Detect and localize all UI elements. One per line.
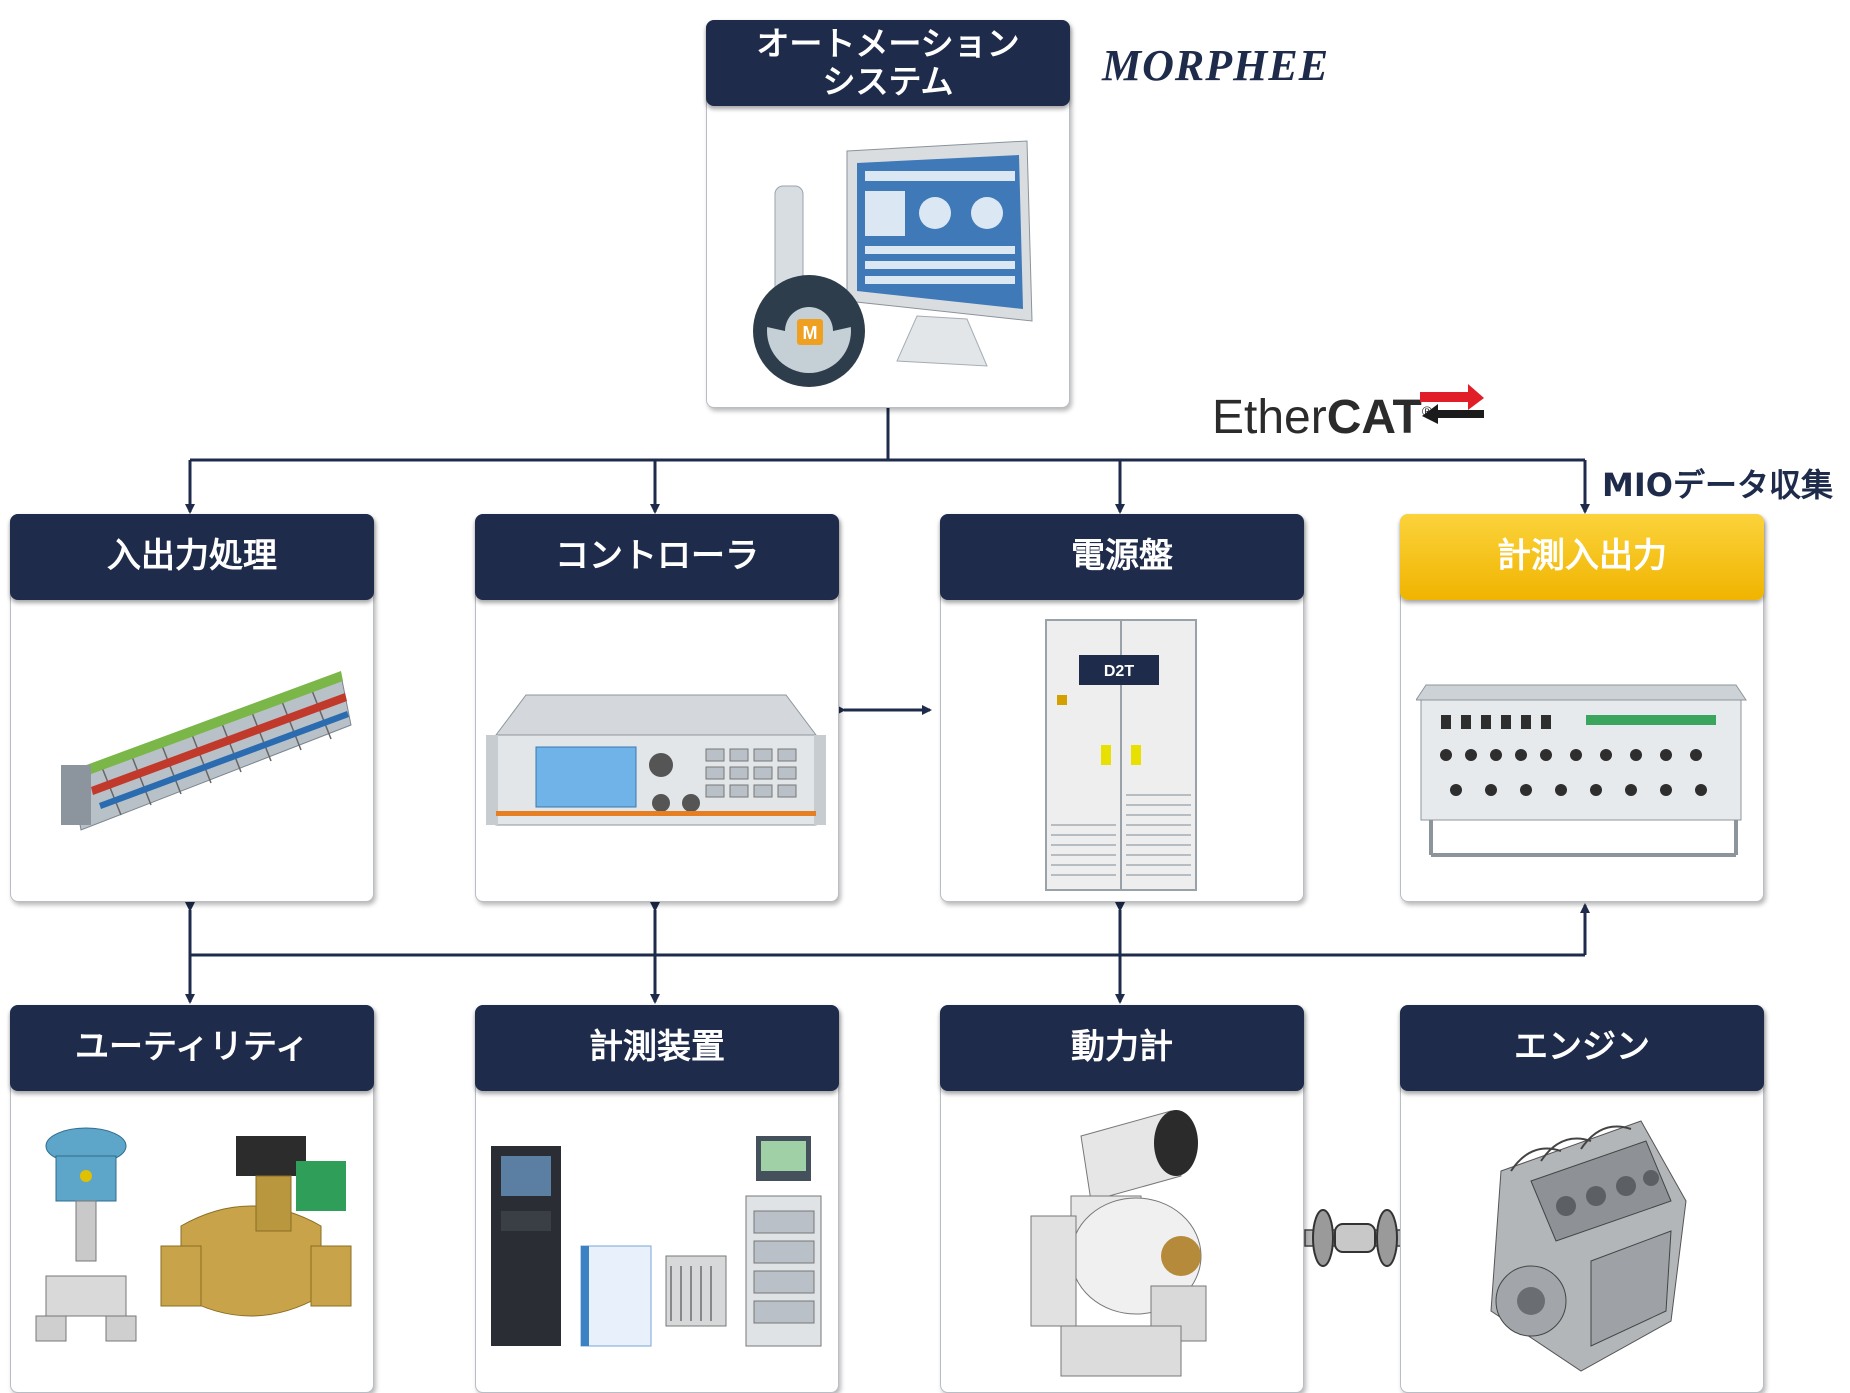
mio-box[interactable]: 計測入出力: [1400, 514, 1764, 902]
measurement-box[interactable]: 計測装置: [475, 1005, 839, 1393]
dynamometer-box[interactable]: 動力計: [940, 1005, 1304, 1393]
measurement-header: 計測装置: [475, 1005, 839, 1091]
automation-system-header: オートメーション システム: [706, 20, 1070, 106]
automation-title-line2: システム: [822, 62, 954, 101]
utility-box[interactable]: ユーティリティ: [10, 1005, 374, 1393]
controller-header: コントローラ: [475, 514, 839, 600]
utility-header: ユーティリティ: [10, 1005, 374, 1091]
engine-box[interactable]: エンジン: [1400, 1005, 1764, 1393]
power-panel-box[interactable]: 電源盤 D2T: [940, 514, 1304, 902]
controller-box[interactable]: コントローラ: [475, 514, 839, 902]
power-panel-d2t-brand: D2T: [1104, 663, 1134, 680]
engine-header: エンジン: [1400, 1005, 1764, 1091]
io-processing-header: 入出力処理: [10, 514, 374, 600]
measurement-devices-image: [491, 1136, 822, 1347]
mio-data-label: MIOデータ収集: [1602, 466, 1833, 504]
ethercat-text-cat: CAT: [1326, 391, 1422, 444]
ethercat-registered: ®: [1421, 403, 1433, 419]
controller-rack-image: [486, 694, 826, 826]
automation-title-line1: オートメーション: [756, 24, 1020, 64]
mio-header: 計測入出力: [1400, 514, 1764, 600]
morphee-brand-label: MORPHEE: [1102, 41, 1330, 90]
ethercat-arrows-icon: [1420, 384, 1484, 424]
shaft-coupling: [1304, 1209, 1406, 1267]
io-processing-box[interactable]: 入出力処理: [10, 514, 374, 902]
utility-valves-image: [35, 1127, 352, 1342]
dynamometer-image: [1030, 1110, 1207, 1377]
morphee-monitor-image: M: [753, 140, 1033, 387]
svg-text:M: M: [803, 323, 818, 343]
io-terminal-image: [61, 671, 352, 831]
mio-rack-image: [1416, 684, 1747, 857]
power-cabinet-image: D2T: [1045, 619, 1197, 891]
ethercat-logo: EtherCAT®: [1212, 390, 1432, 445]
automation-system-box[interactable]: オートメーション システム M: [706, 20, 1070, 408]
dynamometer-header: 動力計: [940, 1005, 1304, 1091]
engine-image: [1490, 1120, 1687, 1372]
ethercat-text-ether: Ether: [1212, 391, 1327, 444]
power-panel-header: 電源盤: [940, 514, 1304, 600]
